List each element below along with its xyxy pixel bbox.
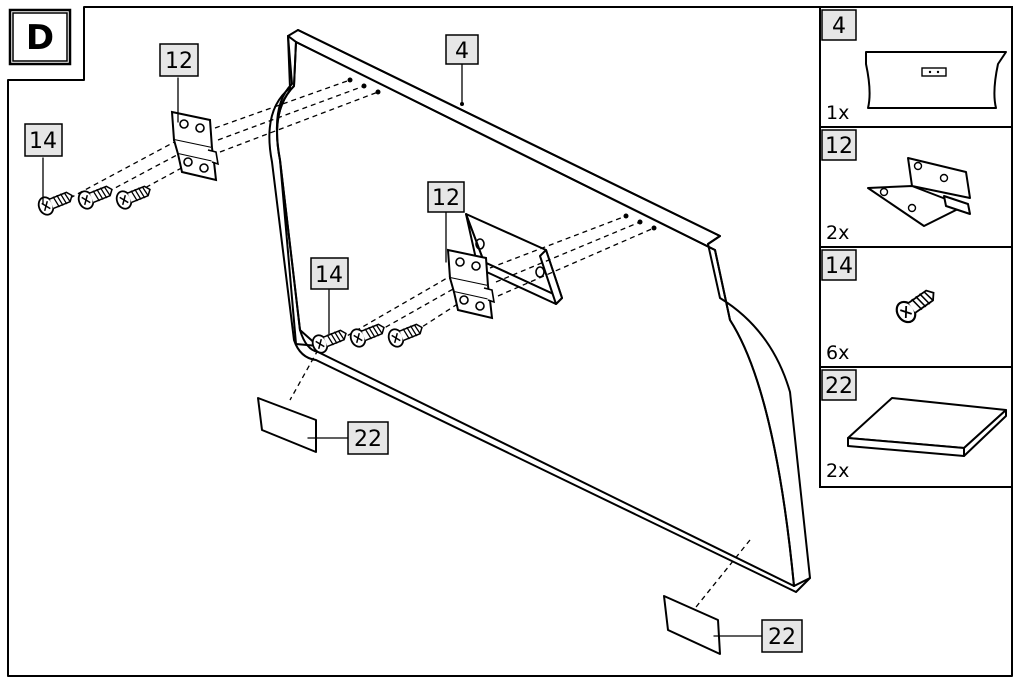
parts-list: 4 1x 12 2x [819,6,1013,488]
callout-hinge-mid: 12 [427,181,465,213]
step-badge: D [8,8,72,66]
hinge-icon [867,157,971,227]
screw-mid-1 [309,324,351,356]
callout-pad-left: 22 [347,421,389,455]
callout-screw-left: 14 [24,123,63,157]
callout-pad-bottom: 22 [761,619,803,653]
callout-hinge-top-label: 12 [165,49,193,74]
screw-mid-2 [347,318,389,350]
hinge-mid [447,249,495,319]
leader-lines [42,63,763,637]
parts-row-14-number: 14 [825,254,853,279]
callout-board-label: 4 [455,39,469,64]
parts-row-12-quantity: 2x [826,222,849,244]
parts-row-22: 22 2x [821,369,1007,482]
screw-mid-3 [385,318,427,350]
parts-row-4: 4 1x [821,9,1007,124]
panel-icon [865,51,1007,109]
callout-screw-left-label: 14 [29,129,57,154]
parts-row-22-number: 22 [825,374,853,399]
felt-pad-bottom [663,595,721,655]
parts-row-14-quantity: 6x [826,342,849,364]
parts-row-22-quantity: 2x [826,460,849,482]
parts-row-12-number: 12 [825,134,853,159]
callout-pad-bottom-label: 22 [768,625,796,650]
headboard-panel [268,29,811,593]
callout-pad-left-label: 22 [354,427,382,452]
step-letter: D [26,18,54,58]
screw-left-2 [75,180,117,212]
callout-screw-mid-label: 14 [315,263,343,288]
callout-screw-mid: 14 [310,257,349,290]
assembly-lines [69,79,751,613]
callout-hinge-top: 12 [159,43,199,77]
parts-row-14: 14 6x [821,249,941,364]
parts-row-4-quantity: 1x [826,102,849,124]
screw-left-1 [35,186,77,218]
parts-row-4-number: 4 [832,14,846,39]
callout-board: 4 [445,34,479,65]
felt-pad-left [257,397,317,453]
callout-hinge-mid-label: 12 [432,186,460,211]
felt-pad-icon [847,397,1007,457]
parts-row-12: 12 2x [821,129,971,244]
